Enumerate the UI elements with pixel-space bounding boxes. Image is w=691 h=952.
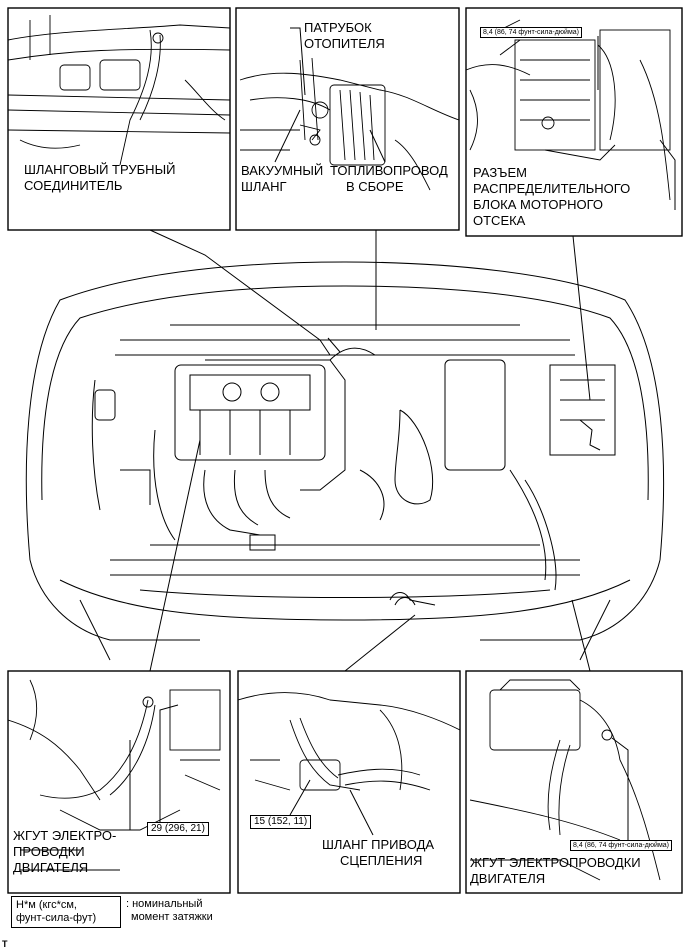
torque-legend-meaning: : номинальный момент затяжки — [126, 898, 213, 924]
legend-unit-line1: Н*м (кгс*см, — [16, 899, 77, 911]
label-heater-pipe-line1: ПАТРУБОК — [304, 20, 372, 35]
label-wire-left-line3: ДВИГАТЕЛЯ — [13, 860, 89, 875]
label-relay-block-line4: ОТСЕКА — [473, 213, 526, 228]
inset-hose-connector — [8, 15, 230, 166]
label-vacuum-hose-line1: ВАКУУМНЫЙ — [241, 163, 324, 178]
torque-unit-legend: Н*м (кгс*см, фунт-сила-фут) — [11, 896, 121, 928]
corner-mark: T — [2, 939, 8, 949]
inset-leaders — [129, 27, 676, 840]
inset-frames — [7, 7, 683, 894]
label-hose-connector-line1: ШЛАНГОВЫЙ ТРУБНЫЙ — [24, 162, 176, 177]
label-fuel-pipe-line1: ТОПЛИВОПРОВОД — [330, 163, 448, 178]
label-relay-block-line2: РАСПРЕДЕЛИТЕЛЬНОГО — [473, 181, 631, 196]
torque-wire-left: 29 (296, 21) — [147, 822, 209, 836]
label-wire-left-line2: ПРОВОДКИ — [13, 844, 85, 859]
label-fuel-pipe-line2: В СБОРЕ — [346, 179, 404, 194]
legend-meaning-line2: момент затяжки — [131, 911, 213, 923]
inset-fuel-pipe — [239, 57, 459, 191]
label-relay-block-line1: РАЗЪЕМ — [473, 165, 527, 180]
main-engine-bay — [25, 261, 665, 661]
label-wire-left-line1: ЖГУТ ЭЛЕКТРО- — [13, 828, 117, 843]
inset-clutch-hose — [238, 692, 460, 791]
label-clutch-hose-line1: ШЛАНГ ПРИВОДА — [322, 837, 435, 852]
inset-relay-block — [466, 19, 671, 201]
leader-lines — [149, 229, 591, 672]
torque-wire-right: 8,4 (86, 74 фунт-сила-дюйма) — [570, 840, 672, 851]
label-vacuum-hose-line2: ШЛАНГ — [241, 179, 287, 194]
label-hose-connector-line2: СОЕДИНИТЕЛЬ — [24, 178, 123, 193]
label-relay-block-line3: БЛОКА МОТОРНОГО — [473, 197, 604, 212]
label-clutch-hose-line2: СЦЕПЛЕНИЯ — [340, 853, 423, 868]
torque-clutch-hose: 15 (152, 11) — [250, 815, 312, 829]
legend-meaning-line1: : номинальный — [126, 898, 203, 910]
torque-relay-block: 8,4 (86, 74 фунт-сила-дюйма) — [480, 27, 582, 38]
legend-unit-line2: фунт-сила-фут) — [16, 912, 97, 924]
inset-wire-right — [469, 679, 661, 881]
label-heater-pipe-line2: ОТОПИТЕЛЯ — [304, 36, 385, 51]
label-wire-right-line1: ЖГУТ ЭЛЕКТРОПРОВОДКИ — [470, 855, 641, 870]
label-wire-right-line2: ДВИГАТЕЛЯ — [470, 871, 546, 886]
